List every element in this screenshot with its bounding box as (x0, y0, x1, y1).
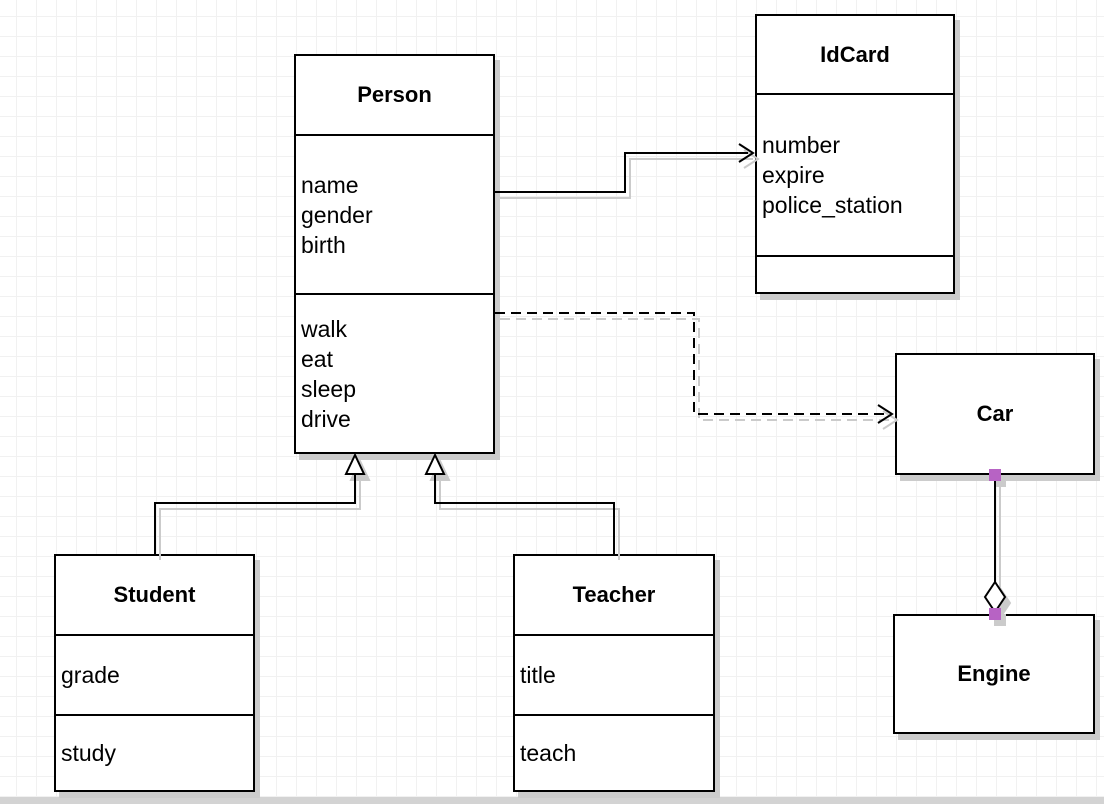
method-row: drive (301, 405, 351, 432)
attribute-row: expire (762, 162, 825, 188)
class-title-car: Car (976, 401, 1014, 426)
idcard-methods-compartment (757, 255, 953, 292)
attribute-row: gender (301, 201, 373, 228)
generalization-triangle-icon (344, 452, 366, 475)
class-box-student[interactable]: Student grade study (54, 554, 255, 792)
endpoint-handle-icon[interactable] (989, 469, 1001, 481)
edge-line[interactable] (434, 474, 615, 554)
method-row: walk (301, 315, 348, 342)
canvas-bottom-edge (0, 797, 1104, 804)
endpoint-handle-icon[interactable] (989, 608, 1001, 620)
method-row: teach (520, 740, 577, 766)
edge-student-person-generalization[interactable] (154, 452, 366, 554)
generalization-triangle-icon (424, 452, 446, 475)
method-row: eat (301, 345, 333, 372)
attribute-row: birth (301, 231, 346, 258)
class-box-person[interactable]: Person name gender birth walk eat sleep … (294, 54, 495, 454)
edge-line[interactable] (495, 312, 884, 415)
student-methods-compartment: study (56, 714, 253, 790)
teacher-attributes-compartment: title (515, 634, 713, 714)
attribute-row: grade (61, 662, 120, 688)
class-box-car[interactable]: Car (895, 353, 1095, 475)
edge-car-engine-aggregation[interactable] (983, 469, 1007, 620)
attribute-row: police_station (762, 192, 903, 218)
edge-line[interactable] (495, 152, 748, 193)
aggregation-diamond-icon (983, 580, 1007, 614)
edge-line[interactable] (154, 474, 356, 554)
class-box-engine[interactable]: Engine (893, 614, 1095, 734)
open-arrowhead-icon (877, 404, 894, 424)
person-attributes-compartment: name gender birth (296, 134, 493, 293)
class-title-engine: Engine (957, 661, 1031, 686)
method-row: sleep (301, 375, 356, 402)
class-box-idcard[interactable]: IdCard number expire police_station (755, 14, 955, 294)
attribute-row: number (762, 132, 840, 158)
edge-person-idcard-association[interactable] (495, 143, 755, 193)
attribute-row: title (520, 662, 556, 688)
class-title-person: Person (357, 82, 432, 107)
edge-teacher-person-generalization[interactable] (424, 452, 615, 554)
method-row: study (61, 740, 116, 766)
idcard-attributes-compartment: number expire police_station (757, 93, 953, 255)
attribute-row: name (301, 171, 359, 198)
class-box-teacher[interactable]: Teacher title teach (513, 554, 715, 792)
class-title-idcard: IdCard (820, 41, 890, 67)
class-title-teacher: Teacher (572, 582, 656, 607)
edge-person-car-dependency[interactable] (495, 312, 894, 424)
class-title-student: Student (113, 582, 196, 607)
person-methods-compartment: walk eat sleep drive (296, 293, 493, 452)
teacher-methods-compartment: teach (515, 714, 713, 790)
student-attributes-compartment: grade (56, 634, 253, 714)
open-arrowhead-icon (738, 143, 755, 163)
